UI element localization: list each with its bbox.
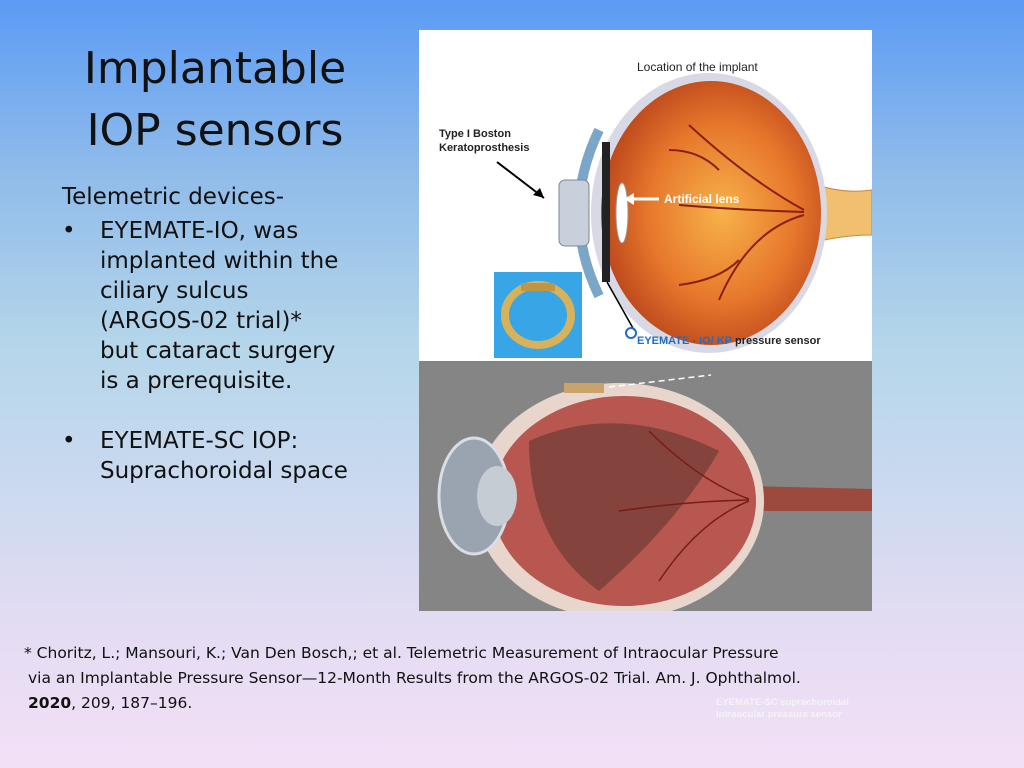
location-label: Location of the implant: [637, 60, 758, 74]
bullet-line: ciliary sulcus: [100, 278, 249, 304]
citation-line-1: * Choritz, L.; Mansouri, K.; Van Den Bos…: [24, 644, 779, 662]
citation-year: 2020: [28, 694, 72, 712]
bullet-line: is a prerequisite.: [100, 368, 293, 394]
slide-title-line-2: IOP sensors: [86, 105, 344, 156]
slide-title-line-1: Implantable: [83, 43, 347, 94]
keratoprosthesis-label: Type I Boston Keratoprosthesis: [439, 127, 529, 155]
citation-line-3: 2020, 209, 187–196.: [24, 691, 1014, 716]
kpro-label-line-2: Keratoprosthesis: [439, 142, 530, 154]
sc-label-line-1: EYEMATE-SC suprachoroidal: [716, 697, 849, 708]
bullet-item-eyemate-sc: • EYEMATE-SC IOP: Suprachoroidal space: [62, 426, 392, 486]
bullet-icon: •: [62, 428, 76, 454]
eye-implant-figure: Location of the implant Type I Boston Ke…: [419, 30, 872, 720]
suprachoroidal-sensor-label: EYEMATE-SC suprachoroidal intraocular pr…: [716, 697, 849, 721]
suprachoroidal-panel: EYEMATE-SC suprachoroidal intraocular pr…: [419, 361, 872, 720]
eye-3d-illustration: [437, 374, 872, 611]
sc-label-line-2: intraocular pressure sensor: [716, 709, 842, 720]
bullet-line: EYEMATE-IO, was: [100, 218, 299, 244]
sensor-label: EYEMATE - IO/ KP pressure sensor: [637, 335, 821, 347]
bullet-line: implanted within the: [100, 248, 339, 274]
bullet-line: but cataract surgery: [100, 338, 336, 364]
bullet-line: Suprachoroidal space: [100, 458, 348, 484]
bullet-item-eyemate-io: • EYEMATE-IO, was implanted within the c…: [62, 216, 392, 396]
artificial-lens-label: Artificial lens: [664, 192, 740, 206]
slide-body: Telemetric devices- • EYEMATE-IO, was im…: [62, 182, 392, 486]
kpro-label-line-1: Type I Boston: [439, 128, 511, 140]
eye-cross-section-illustration: [494, 73, 872, 358]
citation-footnote: * Choritz, L.; Mansouri, K.; Van Den Bos…: [24, 641, 1014, 716]
bullet-line: (ARGOS-02 trial)*: [100, 308, 302, 334]
intro-text: Telemetric devices-: [62, 184, 285, 210]
sensor-label-rest: pressure sensor: [731, 335, 821, 347]
bullet-icon: •: [62, 218, 76, 244]
citation-details: , 209, 187–196.: [71, 694, 193, 712]
bullet-line: EYEMATE-SC IOP:: [100, 428, 299, 454]
slide-title: Implantable IOP sensors: [40, 38, 390, 162]
citation-line-2: via an Implantable Pressure Sensor—12-Mo…: [28, 669, 801, 687]
sensor-brand: EYEMATE - IO/ KP: [637, 335, 732, 347]
implant-location-panel: Location of the implant Type I Boston Ke…: [419, 30, 872, 361]
bullet-list: • EYEMATE-IO, was implanted within the c…: [62, 216, 392, 486]
